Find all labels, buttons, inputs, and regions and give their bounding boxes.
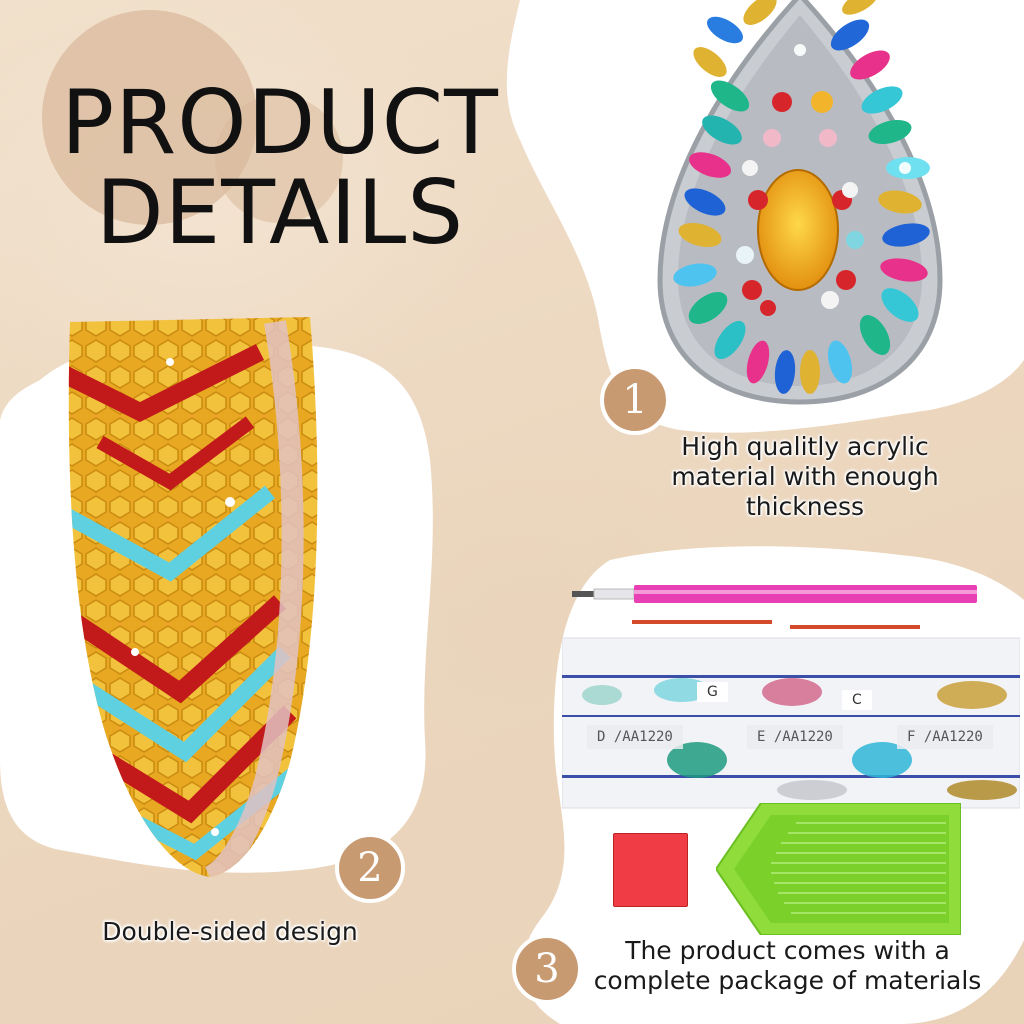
bag-label-e: E /AA1220	[747, 725, 843, 749]
bag-label-f: F /AA1220	[897, 725, 993, 749]
decor-circle-large	[42, 10, 257, 225]
rhinestone-bags-image: D /AA1220 E /AA1220 F /AA1220 G C	[562, 610, 1020, 810]
side-view-gem-piece-image	[68, 317, 318, 877]
bag-tag-g: G	[697, 682, 728, 702]
feature-3-number-badge: 3	[512, 934, 582, 1004]
green-tray-image	[716, 803, 961, 935]
bag-tag-c: C	[842, 690, 872, 710]
feature-1-caption-line-3: thickness	[745, 492, 865, 521]
title-line-1: PRODUCT	[61, 71, 499, 174]
pink-drill-pen-image	[572, 585, 977, 603]
feature-1-caption-line-1: High qualitly acrylic	[681, 432, 929, 461]
feature-2-caption: Double-sided design	[90, 917, 370, 947]
feature-3-caption: The product comes with a complete packag…	[585, 936, 990, 996]
title-line-2: DETAILS	[95, 161, 465, 264]
feature-3-caption-line-1: The product comes with a	[625, 936, 950, 965]
feature-1-caption: High qualitly acrylic material with enou…	[640, 432, 970, 522]
bag-label-d: D /AA1220	[587, 725, 683, 749]
page-title: PRODUCT DETAILS	[60, 78, 500, 258]
red-wax-clay-image	[613, 833, 688, 907]
feature-2-caption-line-1: Double-sided design	[102, 917, 358, 946]
feature-3-caption-line-2: complete package of materials	[593, 966, 982, 995]
teardrop-gem-pendant-image	[657, 0, 943, 405]
feature-1-number-badge: 1	[600, 365, 670, 435]
feature-1-caption-line-2: material with enough	[671, 462, 939, 491]
decor-circle-small	[215, 95, 343, 223]
feature-2-number-badge: 2	[335, 833, 405, 903]
